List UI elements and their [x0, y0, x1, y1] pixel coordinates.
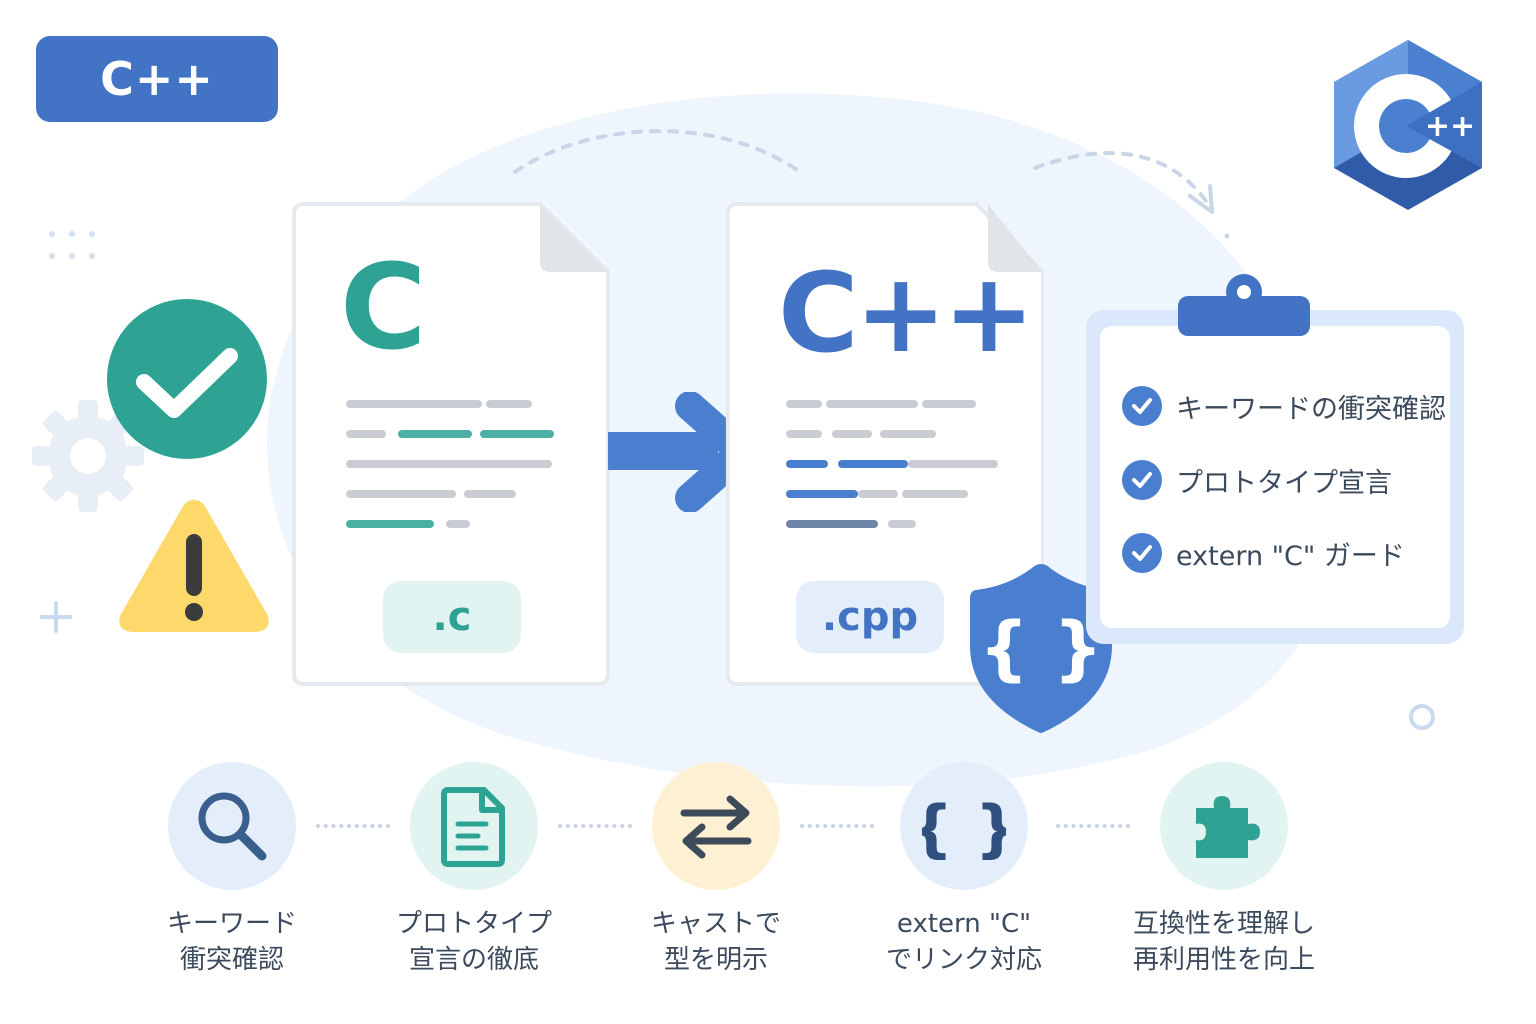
step-label: extern "C" でリンク対応 [885, 909, 1042, 975]
c-extension-label: .c [432, 594, 472, 640]
c-extension-pill: .c [383, 581, 521, 653]
cpp-source-file [725, 202, 1044, 686]
step-extern-c: { } [900, 762, 1028, 890]
warning-triangle-icon [119, 500, 269, 632]
magnifier-icon [198, 792, 267, 861]
puzzle-icon [1196, 796, 1260, 858]
dot-grid-decoration [49, 231, 95, 259]
svg-text:++: ++ [1425, 109, 1475, 144]
step-compatibility [1160, 762, 1288, 890]
checklist-item: キーワードの衝突確認 [1122, 386, 1446, 426]
cpp-extension-label: .cpp [821, 594, 919, 640]
c-source-file [292, 202, 610, 686]
checklist-item-label: キーワードの衝突確認 [1176, 393, 1446, 425]
c-language-letter: C [340, 238, 427, 376]
step-connector [800, 824, 874, 832]
step-keyword-check [168, 762, 296, 890]
step-label: キャストで 型を明示 [650, 909, 781, 975]
shield-braces-icon: { } [970, 564, 1112, 733]
checklist-item: プロトタイプ宣言 [1122, 460, 1392, 500]
braces-icon: { } [922, 792, 1006, 865]
step-label: 互換性を理解し 再利用性を向上 [1132, 909, 1315, 975]
cpp-title-badge: C++ [36, 36, 278, 122]
checklist-item-label: extern "C" ガード [1176, 540, 1405, 572]
checklist-item: extern "C" ガード [1122, 533, 1405, 573]
step-connector [558, 824, 632, 832]
svg-text:{ }: { } [922, 792, 1006, 865]
ring-decoration [1409, 704, 1435, 730]
swap-arrows-icon [680, 795, 752, 859]
cpp-language-letter: C++ [778, 249, 1035, 377]
step-connector [316, 824, 390, 832]
check-icon [1122, 386, 1162, 426]
cpp-logo-icon: ++ [1334, 40, 1482, 210]
step-label: キーワード 衝突確認 [166, 909, 297, 975]
step-label: プロトタイプ 宣言の徹底 [395, 909, 552, 975]
checklist-item-label: プロトタイプ宣言 [1176, 467, 1392, 499]
step-connector [1056, 824, 1130, 832]
checklist-clipboard [1086, 274, 1464, 644]
step-prototype [410, 762, 538, 890]
plus-decoration [40, 601, 72, 633]
step-explicit-cast [652, 762, 780, 890]
check-icon [1122, 533, 1162, 573]
check-icon [1122, 460, 1162, 500]
cpp-extension-pill: .cpp [796, 581, 944, 653]
svg-text:{ }: { } [979, 607, 1103, 689]
document-icon [441, 787, 505, 867]
check-circle-icon [107, 299, 267, 459]
cpp-title-badge-label: C++ [100, 52, 214, 106]
